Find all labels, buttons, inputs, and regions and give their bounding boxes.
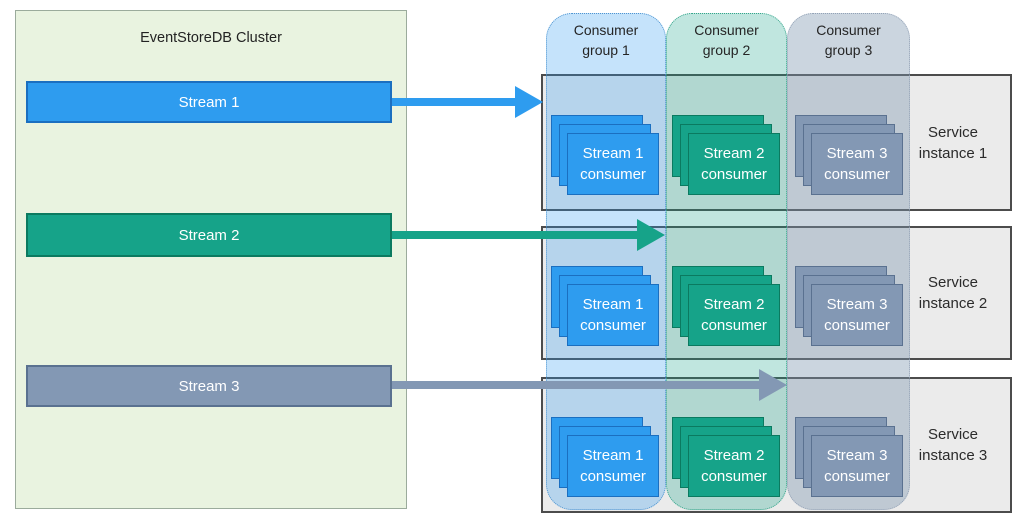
- stream-3-bar: Stream 3: [26, 365, 392, 407]
- stream-2-consumer-card: Stream 2 consumer: [688, 133, 780, 195]
- stream-1-arrow-line: [392, 98, 515, 106]
- stream-2-consumer-stack-row-3: Stream 2 consumer: [672, 417, 780, 497]
- stream-1-consumer-stack-row-1: Stream 1 consumer: [551, 115, 659, 195]
- stream-2-consumer-card: Stream 2 consumer: [688, 435, 780, 497]
- consumer-group-1-label: Consumer group 1: [573, 22, 639, 58]
- stream-2-consumer-card: Stream 2 consumer: [688, 284, 780, 346]
- eventstoredb-cluster-panel: EventStoreDB Cluster Stream 1 Stream 2 S…: [15, 10, 407, 509]
- stream-1-arrow-head-icon: [515, 86, 543, 118]
- cluster-title: EventStoreDB Cluster: [140, 30, 282, 46]
- consumer-group-2-label: Consumer group 2: [694, 22, 759, 58]
- stream-3-consumer-card: Stream 3 consumer: [811, 435, 903, 497]
- consumer-group-3-label: Consumer group 3: [816, 22, 881, 58]
- stream-1-consumer-card: Stream 1 consumer: [567, 133, 659, 195]
- service-instance-1-label: Service instance 1: [918, 123, 988, 162]
- stream-2-arrow-line: [392, 231, 637, 239]
- stream-2-arrow-head-icon: [637, 219, 665, 251]
- stream-3-arrow-head-icon: [759, 369, 787, 401]
- stream-2-consumer-stack-row-1: Stream 2 consumer: [672, 115, 780, 195]
- stream-3-consumer-card: Stream 3 consumer: [811, 133, 903, 195]
- stream-3-arrow-line: [392, 381, 759, 389]
- stream-3-consumer-stack-row-2: Stream 3 consumer: [795, 266, 903, 346]
- service-instance-3-label: Service instance 3: [918, 426, 988, 464]
- stream-3-consumer-stack-row-1: Stream 3 consumer: [795, 115, 903, 195]
- stream-1-consumer-stack-row-3: Stream 1 consumer: [551, 417, 659, 497]
- service-instance-2-label: Service instance 2: [918, 274, 988, 312]
- stream-1-consumer-stack-row-2: Stream 1 consumer: [551, 266, 659, 346]
- stream-1-consumer-card: Stream 1 consumer: [567, 284, 659, 346]
- stream-3-consumer-stack-row-3: Stream 3 consumer: [795, 417, 903, 497]
- stream-2-consumer-stack-row-2: Stream 2 consumer: [672, 266, 780, 346]
- stream-1-bar: Stream 1: [26, 81, 392, 123]
- stream-3-consumer-card: Stream 3 consumer: [811, 284, 903, 346]
- stream-1-consumer-card: Stream 1 consumer: [567, 435, 659, 497]
- stream-2-bar: Stream 2: [26, 213, 392, 257]
